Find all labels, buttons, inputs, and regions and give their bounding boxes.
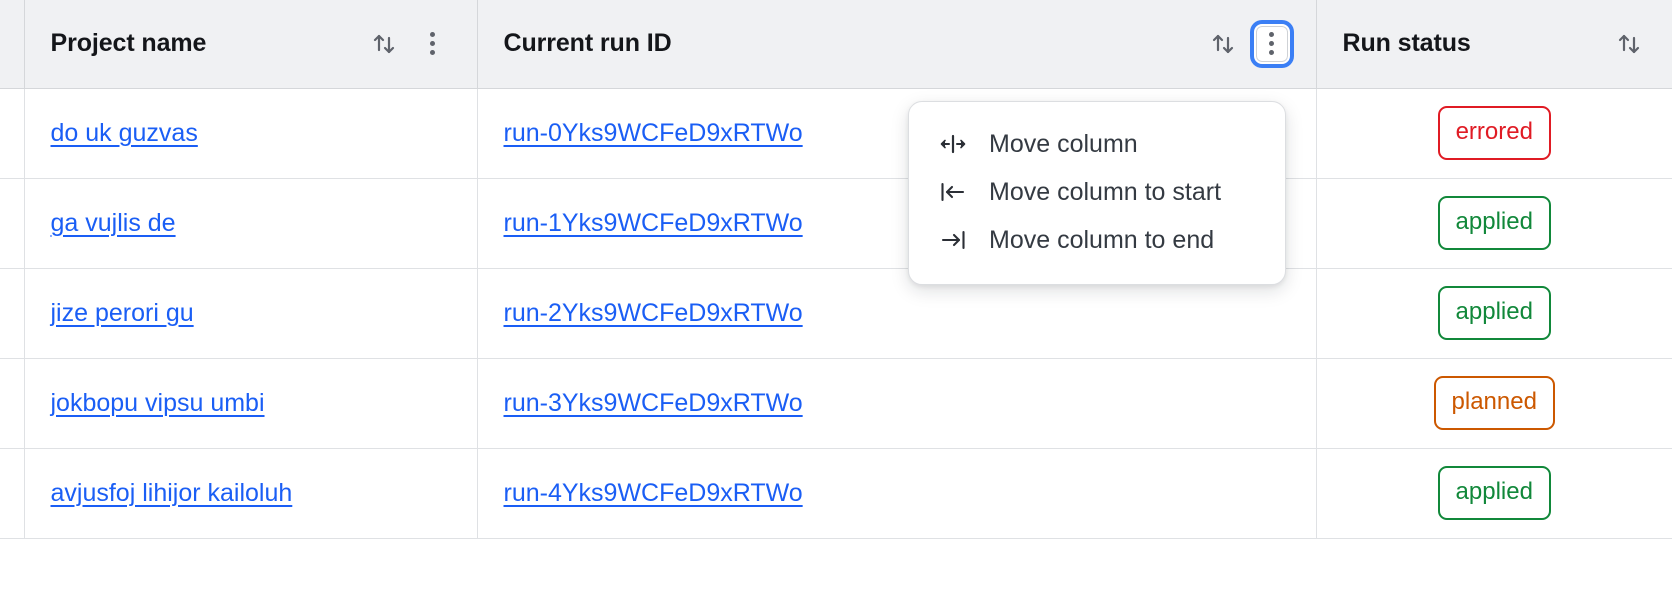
move-column-to-start-icon bbox=[939, 178, 967, 206]
run-id-link[interactable]: run-2Yks9WCFeD9xRTWo bbox=[503, 298, 803, 327]
menu-item-move-column-to-end[interactable]: Move column to end bbox=[909, 216, 1285, 264]
column-menu-button-current-run-id[interactable] bbox=[1253, 23, 1290, 64]
move-column-to-end-icon bbox=[939, 226, 967, 254]
status-badge: applied bbox=[1437, 196, 1551, 250]
cell-run-status: applied bbox=[1316, 448, 1672, 539]
project-name-link[interactable]: ga vujlis de bbox=[50, 208, 176, 237]
cell-run-status: planned bbox=[1316, 358, 1672, 449]
cell-run-status: applied bbox=[1316, 178, 1672, 269]
run-id-link[interactable]: run-3Yks9WCFeD9xRTWo bbox=[503, 388, 803, 417]
sort-icon-run-status[interactable] bbox=[1612, 25, 1646, 63]
table-body: do uk guzvas run-0Yks9WCFeD9xRTWo errore… bbox=[0, 88, 1672, 539]
menu-item-label: Move column to start bbox=[989, 177, 1222, 206]
menu-item-move-column-to-start[interactable]: Move column to start bbox=[909, 168, 1285, 216]
table-row: jize perori gu run-2Yks9WCFeD9xRTWo appl… bbox=[0, 268, 1672, 359]
cell-run-status: errored bbox=[1316, 88, 1672, 179]
run-id-link[interactable]: run-4Yks9WCFeD9xRTWo bbox=[503, 478, 803, 507]
row-gutter-cell bbox=[0, 448, 25, 539]
move-column-icon bbox=[939, 130, 967, 158]
project-name-link[interactable]: jize perori gu bbox=[50, 298, 194, 327]
row-gutter-cell bbox=[0, 358, 25, 449]
project-name-link[interactable]: do uk guzvas bbox=[50, 118, 198, 147]
run-id-link[interactable]: run-0Yks9WCFeD9xRTWo bbox=[503, 118, 803, 147]
status-badge: applied bbox=[1437, 286, 1551, 340]
column-context-menu: Move column Move column to start Move co… bbox=[908, 101, 1286, 285]
cell-project-name: jize perori gu bbox=[24, 268, 478, 359]
cell-current-run-id: run-3Yks9WCFeD9xRTWo bbox=[477, 358, 1317, 449]
row-gutter-cell bbox=[0, 88, 25, 179]
status-badge: planned bbox=[1433, 376, 1555, 430]
run-id-link[interactable]: run-1Yks9WCFeD9xRTWo bbox=[503, 208, 803, 237]
table-row: do uk guzvas run-0Yks9WCFeD9xRTWo errore… bbox=[0, 88, 1672, 179]
menu-item-label: Move column bbox=[989, 129, 1138, 158]
header-cell-run-status: Run status bbox=[1316, 0, 1672, 89]
column-title-current-run-id: Current run ID bbox=[503, 29, 672, 58]
cell-project-name: ga vujlis de bbox=[24, 178, 478, 269]
cell-project-name: jokbopu vipsu umbi bbox=[24, 358, 478, 449]
cell-project-name: do uk guzvas bbox=[24, 88, 478, 179]
table-row: avjusfoj lihijor kailoluh run-4Yks9WCFeD… bbox=[0, 448, 1672, 539]
sort-icon-project-name[interactable] bbox=[367, 25, 401, 63]
kebab-menu-icon bbox=[430, 32, 435, 56]
column-title-run-status: Run status bbox=[1342, 29, 1471, 58]
project-name-link[interactable]: jokbopu vipsu umbi bbox=[50, 388, 265, 417]
projects-table: Project name bbox=[0, 0, 1672, 539]
status-badge: applied bbox=[1437, 466, 1551, 520]
header-row: Project name bbox=[0, 0, 1672, 89]
sort-icon-current-run-id[interactable] bbox=[1206, 25, 1240, 63]
menu-item-move-column[interactable]: Move column bbox=[909, 120, 1285, 168]
column-title-project-name: Project name bbox=[50, 29, 207, 58]
cell-run-status: applied bbox=[1316, 268, 1672, 359]
menu-item-label: Move column to end bbox=[989, 225, 1215, 254]
header-cell-project-name: Project name bbox=[24, 0, 478, 89]
header-cell-gutter bbox=[0, 0, 25, 89]
cell-project-name: avjusfoj lihijor kailoluh bbox=[24, 448, 478, 539]
kebab-menu-icon bbox=[1269, 32, 1274, 56]
table-row: ga vujlis de run-1Yks9WCFeD9xRTWo applie… bbox=[0, 178, 1672, 269]
column-menu-button-project-name[interactable] bbox=[415, 24, 451, 64]
status-badge: errored bbox=[1437, 106, 1551, 160]
table-row: jokbopu vipsu umbi run-3Yks9WCFeD9xRTWo … bbox=[0, 358, 1672, 449]
row-gutter-cell bbox=[0, 268, 25, 359]
cell-current-run-id: run-4Yks9WCFeD9xRTWo bbox=[477, 448, 1317, 539]
header-cell-current-run-id: Current run ID bbox=[477, 0, 1317, 89]
table-header: Project name bbox=[0, 0, 1672, 89]
row-gutter-cell bbox=[0, 178, 25, 269]
project-name-link[interactable]: avjusfoj lihijor kailoluh bbox=[50, 478, 293, 507]
